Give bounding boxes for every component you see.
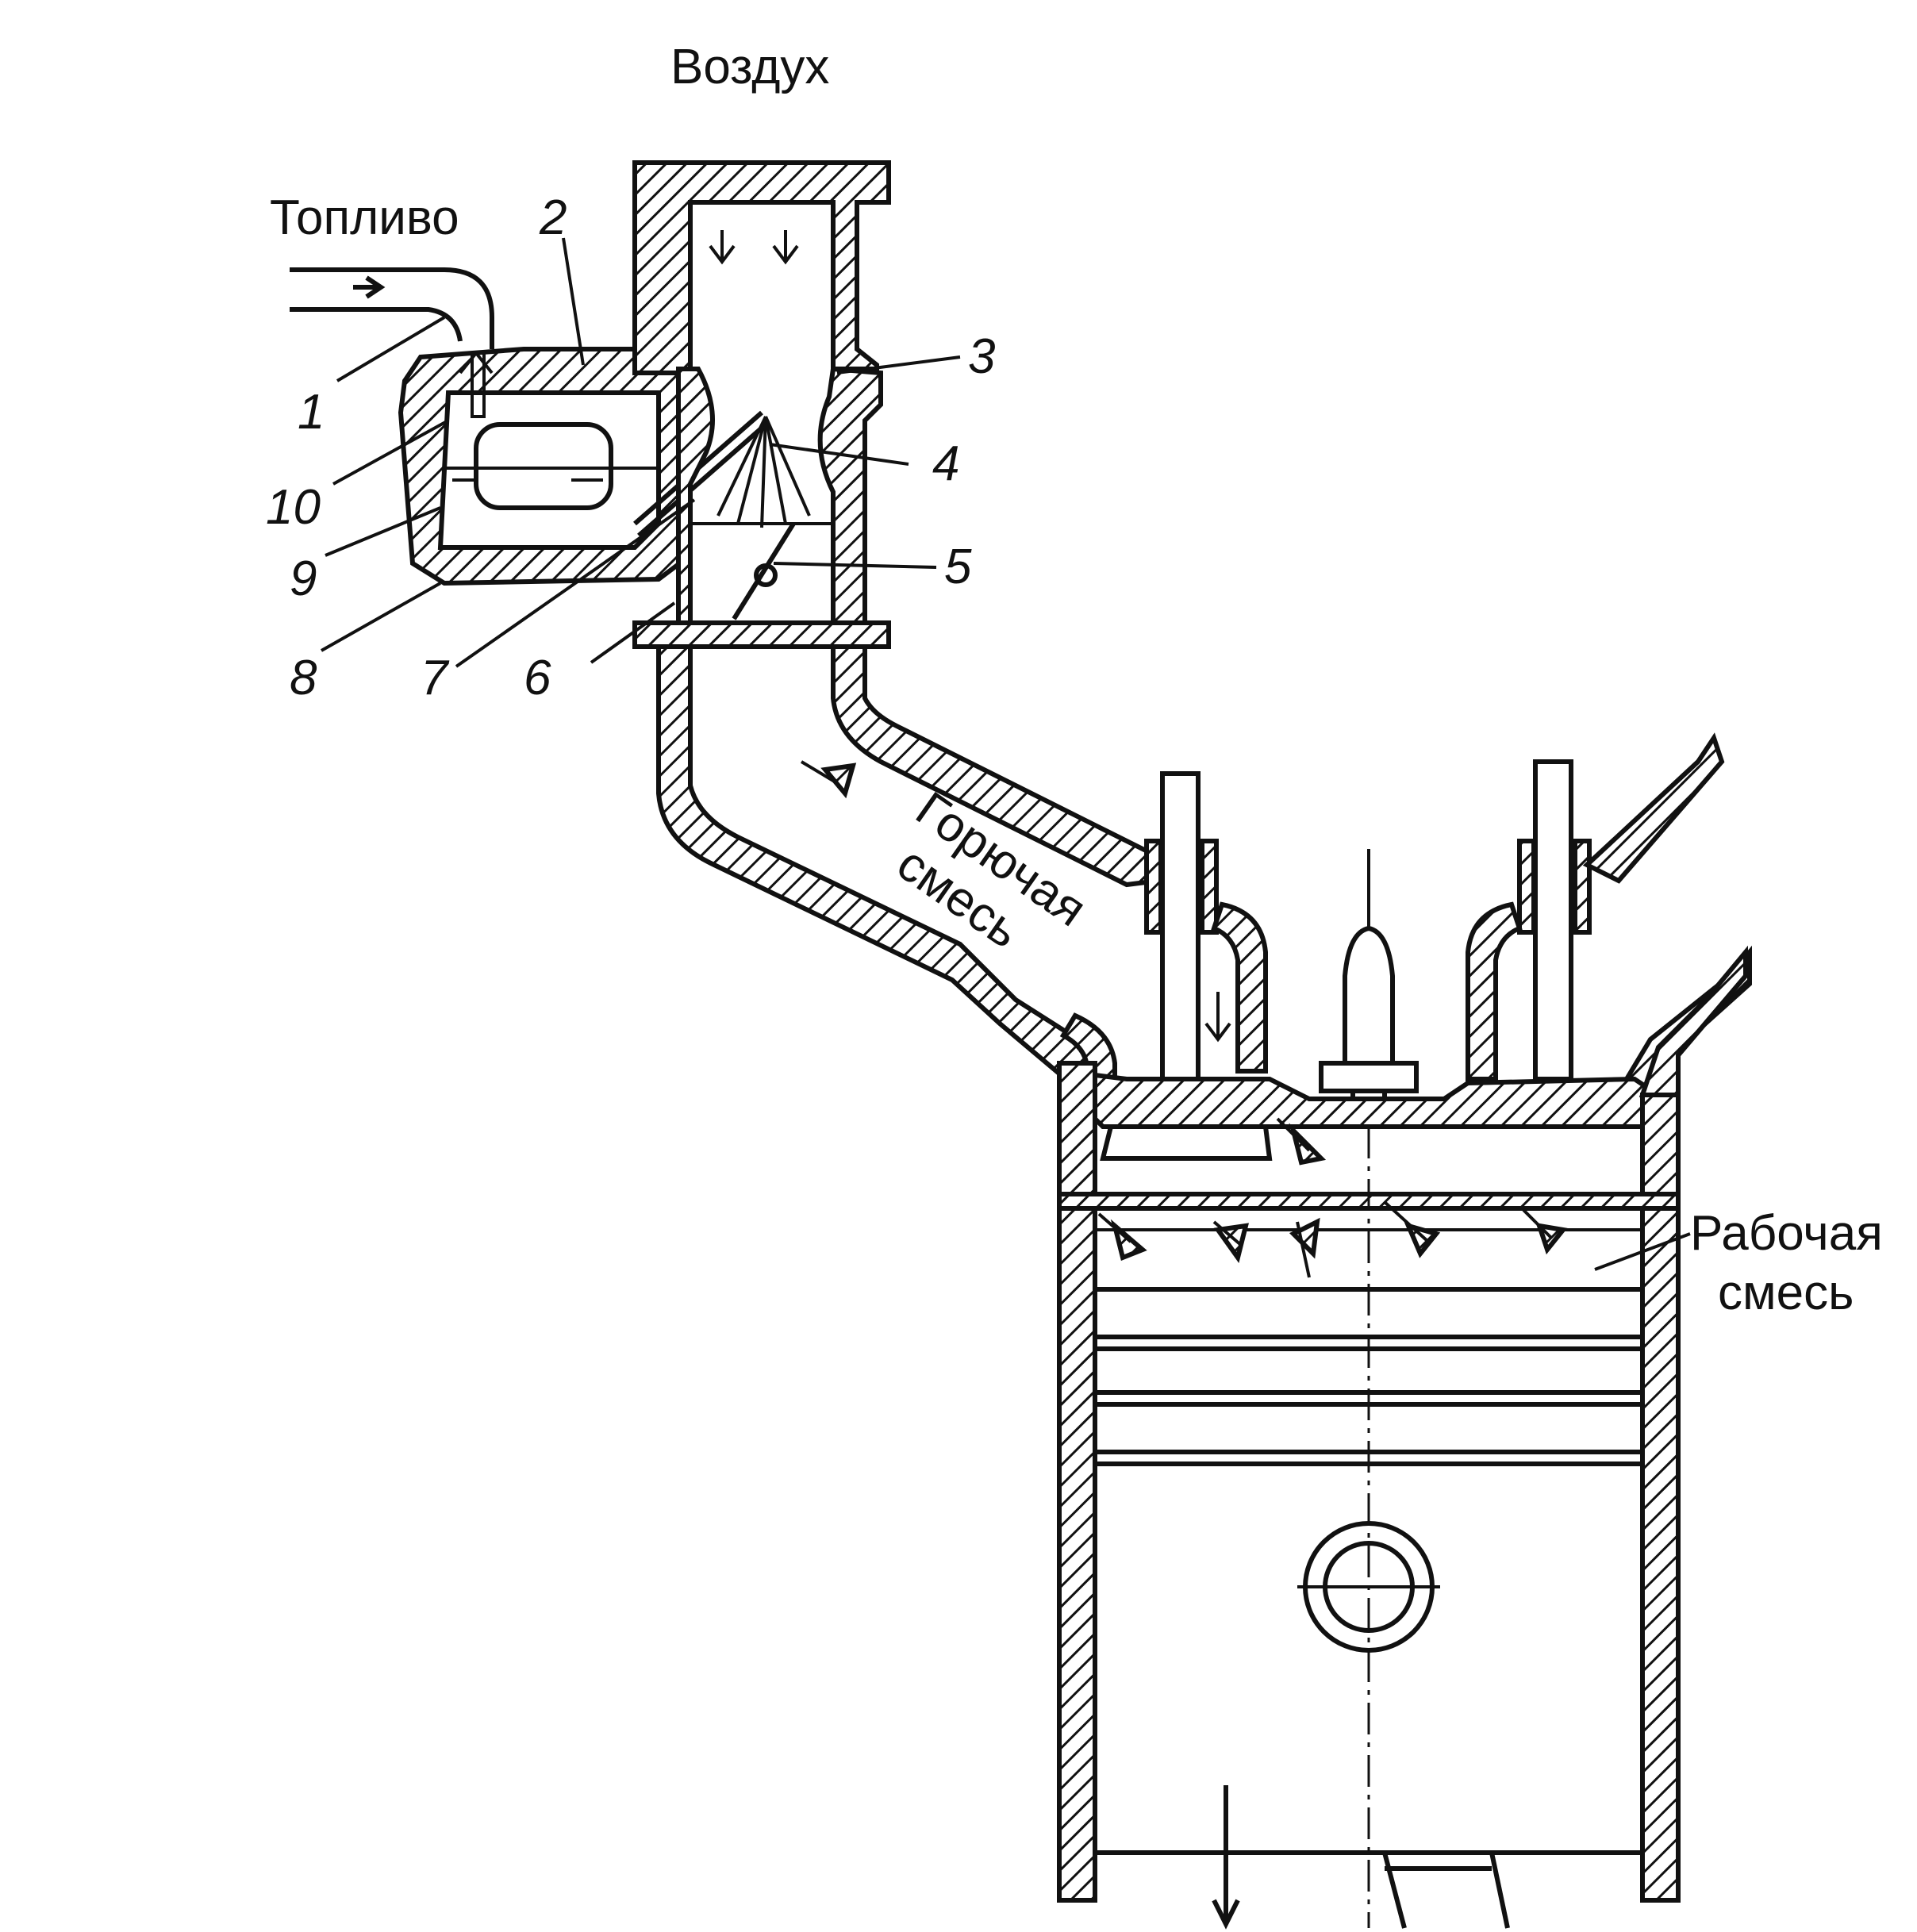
callout-8: 8 — [290, 651, 317, 705]
label-working-mix-2: смесь — [1718, 1266, 1854, 1320]
mixing-chamber — [632, 366, 891, 649]
callout-1: 1 — [298, 385, 325, 440]
callout-7: 7 — [421, 651, 450, 705]
cylinder — [1057, 945, 1748, 1903]
float-chamber — [290, 267, 767, 586]
callout-5: 5 — [944, 540, 972, 594]
callout-4: 4 — [932, 436, 959, 491]
air-arrow-left — [709, 230, 736, 265]
piston-motion-arrow — [1212, 1785, 1240, 1930]
fuel-spray — [716, 416, 811, 528]
exhaust-valve-stem — [1533, 759, 1573, 1081]
callout-6: 6 — [524, 651, 551, 705]
needle-valve — [471, 353, 486, 418]
callout-2: 2 — [539, 190, 567, 245]
cylinder-wall-right — [1640, 1093, 1681, 1903]
callout-10: 10 — [266, 480, 321, 535]
working-mixture-arrows — [1097, 1200, 1568, 1278]
connecting-rod — [1382, 1852, 1510, 1929]
label-fuel: Топливо — [270, 190, 459, 245]
callout-9: 9 — [290, 551, 317, 606]
flange — [632, 620, 891, 649]
label-air: Воздух — [670, 40, 829, 94]
throttle-valve — [732, 522, 796, 620]
cylinder-wall-left — [1057, 1061, 1097, 1903]
air-arrow-right — [772, 230, 799, 265]
air-intake-pipe — [632, 160, 891, 375]
intake-valve-stem — [1160, 771, 1201, 1093]
callout-leaders — [321, 237, 1691, 1271]
callout-3: 3 — [968, 329, 995, 384]
spark-plug — [1319, 849, 1419, 1129]
fuel-inlet-pipe — [290, 267, 494, 349]
label-working-mix-1: Рабочая — [1690, 1206, 1883, 1261]
mixture-arrow — [820, 762, 857, 799]
float — [474, 422, 613, 510]
